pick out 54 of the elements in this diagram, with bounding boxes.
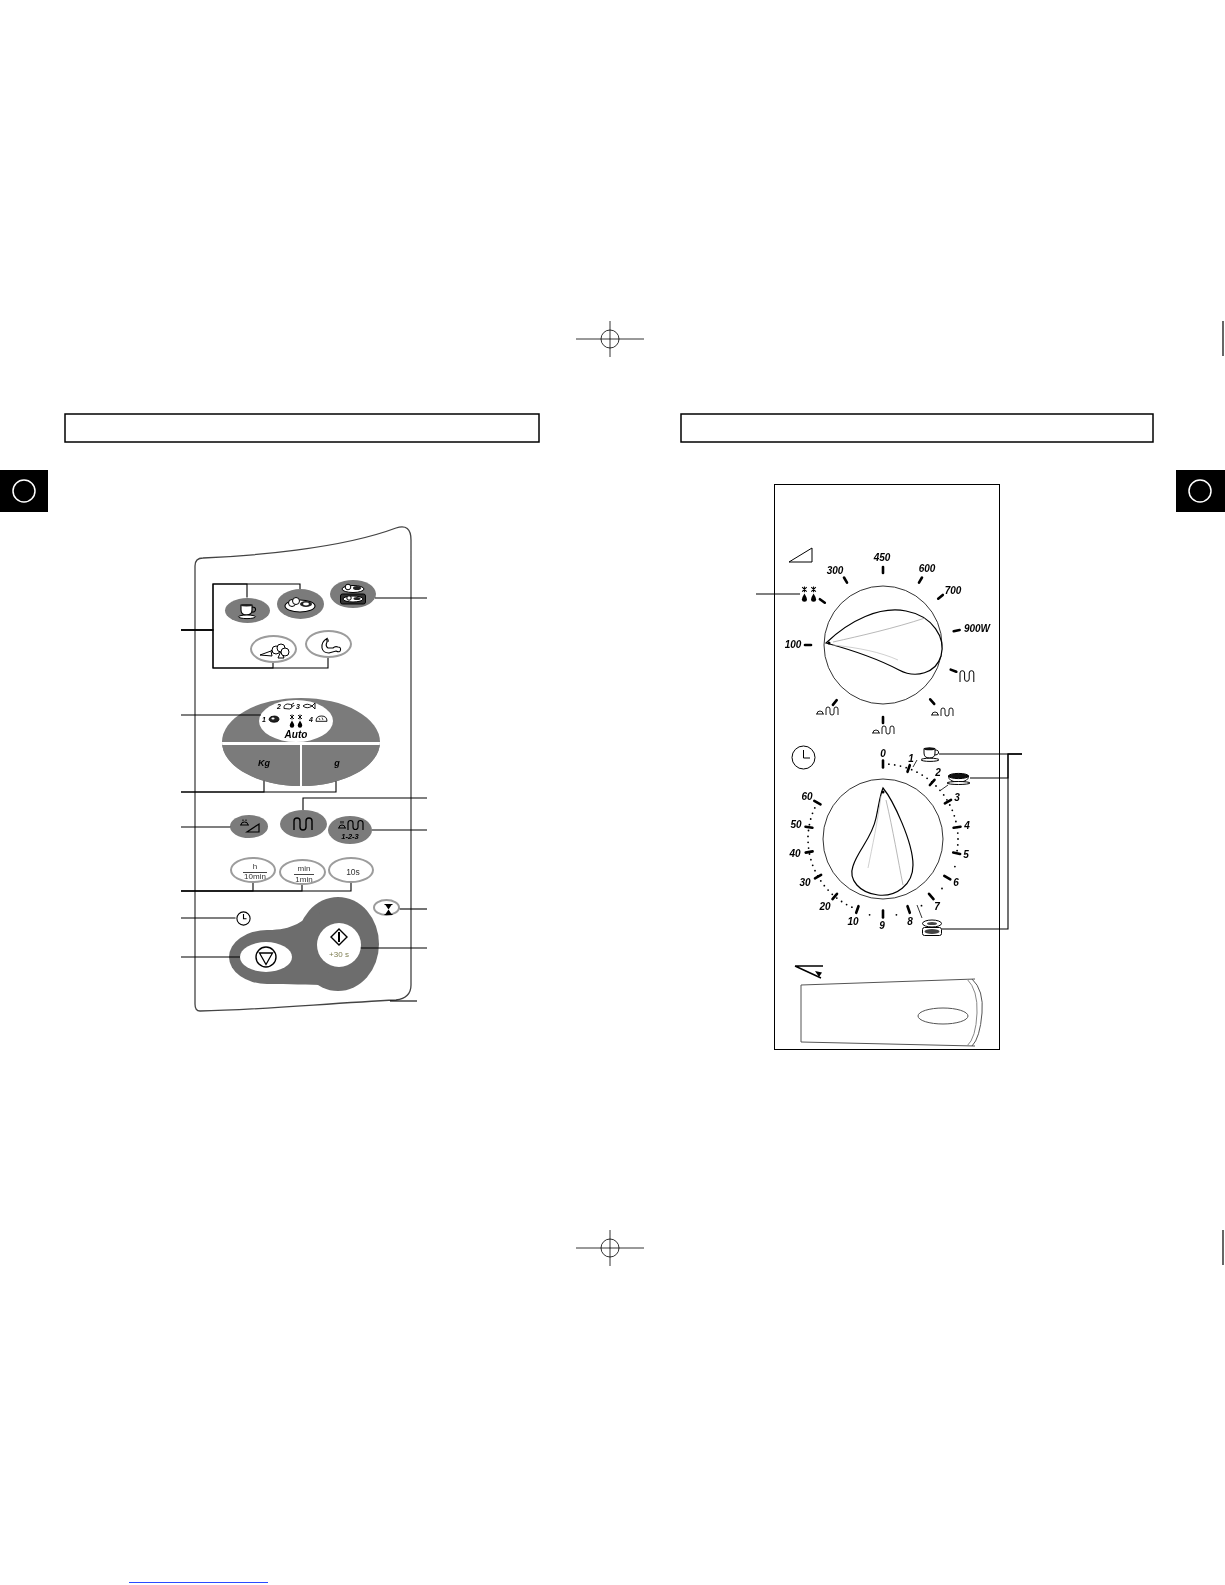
leader-line (180, 714, 262, 716)
leader-line (755, 593, 801, 595)
leader-line (374, 597, 428, 599)
dial-number: 50 (790, 820, 802, 830)
vegetables-button (249, 635, 297, 663)
dial-number: 450 (873, 553, 891, 563)
dial-number: 0 (880, 749, 886, 759)
dial-number: 6 (953, 878, 959, 888)
dial-number: 600 (918, 564, 936, 574)
dial-panel (774, 484, 1000, 1050)
leader-line (180, 826, 231, 828)
leader-line (389, 1000, 418, 1002)
dial-number: 5 (963, 850, 969, 860)
chicken-button (304, 630, 352, 658)
dial-number: 40 (789, 849, 801, 859)
dial-number: 8 (907, 917, 913, 927)
leader-line (180, 629, 329, 669)
hourglass-button (373, 899, 400, 916)
leader-line (399, 908, 428, 910)
dial-number: 60 (801, 792, 813, 802)
microwave-button (279, 810, 327, 838)
dial-number: 7 (934, 902, 940, 912)
dial-number: 100 (784, 640, 802, 650)
bowl-icon (946, 772, 971, 785)
time-button: h 10min (230, 857, 276, 883)
clock-icon (235, 910, 251, 926)
dial-number: 900W (963, 624, 991, 634)
cup-icon (920, 746, 940, 762)
leader-line (941, 753, 1023, 930)
stacked-plates-icon (921, 919, 943, 936)
cup-button (224, 597, 270, 623)
leader-line (180, 917, 237, 919)
dial-number: 9 (879, 921, 885, 931)
plate-button (276, 589, 324, 619)
dial-number: 300 (826, 566, 844, 576)
leader-line (180, 882, 352, 892)
weight-button: g (301, 742, 380, 786)
leader-line (302, 797, 428, 811)
time-button: min 1min (278, 859, 326, 885)
dial-number: 2 (935, 768, 941, 778)
leader-line (180, 780, 337, 793)
time-button: 10s (328, 857, 374, 883)
leader-line (360, 947, 428, 949)
stacked-plates-button (330, 580, 376, 608)
dial-number: 20 (819, 902, 831, 912)
dial-number: 10 (847, 917, 859, 927)
weight-button: Kg (222, 742, 301, 786)
dial-number: 700 (944, 586, 962, 596)
leader-line (180, 956, 241, 958)
defrost-icon (801, 586, 817, 602)
dial-number: 30 (799, 878, 811, 888)
leader-line (371, 829, 428, 831)
dial-number: 4 (964, 821, 970, 831)
power-level-button (230, 814, 268, 838)
